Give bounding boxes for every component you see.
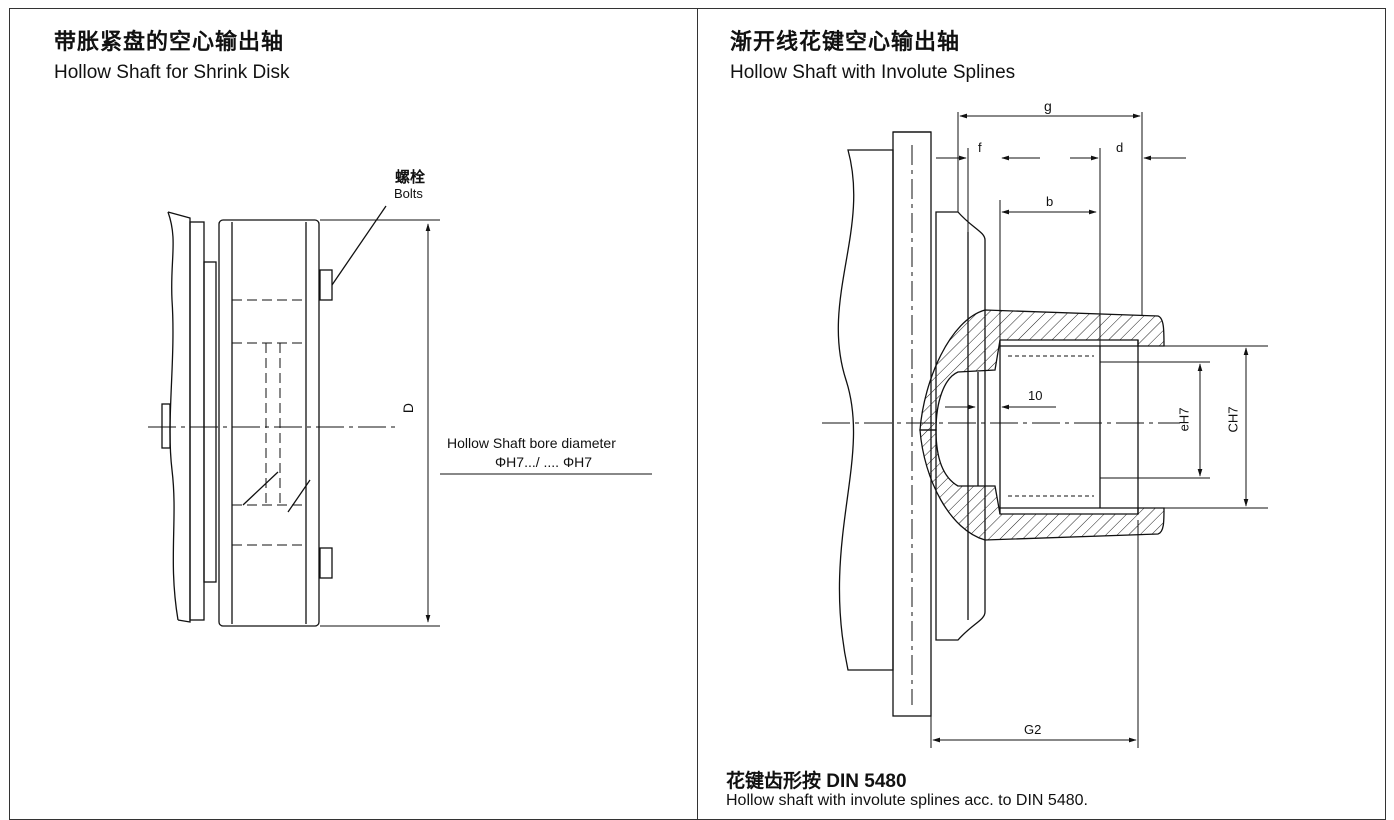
dimension-b-label: b [1046,194,1054,209]
shaft-section-bottom [919,429,1165,541]
dimension-g-label: g [1044,98,1052,114]
housing-edge [837,149,894,671]
spline-title-en: Hollow Shaft with Involute Splines [730,62,1016,83]
footer-note-cn: 花键齿形按 DIN 5480 [726,771,907,792]
shaft-section-top [919,309,1165,431]
dimension-f-label: f [978,140,982,155]
shrink-disk [218,219,320,627]
shrink-disk-title-cn: 带胀紧盘的空心输出轴 [54,29,285,54]
bolt-top [319,269,333,301]
shrink-disk-drawing [148,205,652,627]
dimension-10-label: 10 [1028,388,1043,403]
dimension-d-label: d [1116,140,1124,155]
footer-note-en: Hollow shaft with involute splines acc. … [726,792,1088,809]
bore-tolerance-label: ΦH7.../ .... ΦH7 [495,454,593,470]
dimension-eH7-label: eH7 [1176,407,1192,432]
bolts-label-en: Bolts [394,186,423,201]
spline-title-cn: 渐开线花键空心输出轴 [730,29,961,54]
spline-shaft-drawing [822,112,1268,748]
dimension-CH7-label: CH7 [1225,406,1241,433]
shrink-disk-title-en: Hollow Shaft for Shrink Disk [54,62,290,83]
dimension-G2-label: G2 [1024,722,1042,737]
bore-diameter-label: Hollow Shaft bore diameter [447,435,616,451]
bolt-bottom [319,547,333,579]
hub-flange [189,221,205,621]
bolts-label-cn: 螺栓 [395,169,426,186]
dimension-D-label: D [400,402,417,414]
